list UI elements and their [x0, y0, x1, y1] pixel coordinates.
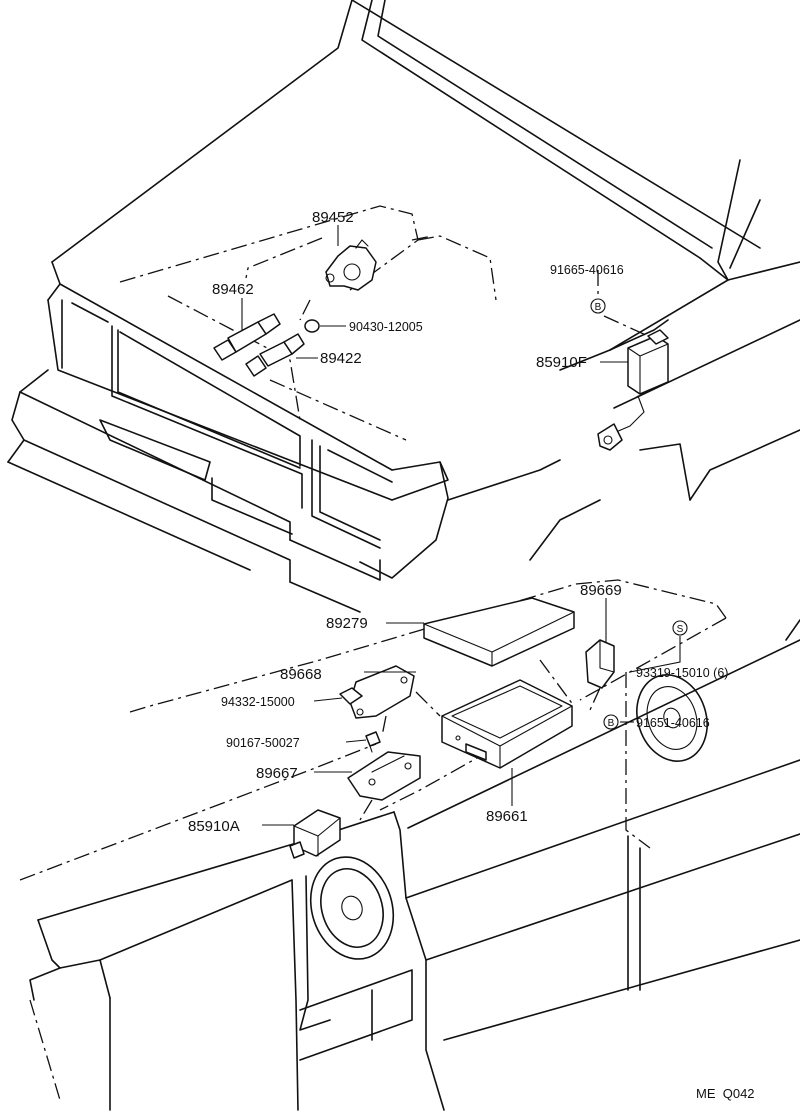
relay-85910A: [289, 809, 341, 859]
marker-s-text: S: [677, 624, 684, 635]
marker-b-upper-text: B: [595, 302, 602, 313]
label-85910F: 85910F: [536, 354, 587, 371]
throttle-position-sensor: [325, 239, 377, 291]
marker-b-lower-text: B: [608, 718, 615, 729]
label-93319-15010: 93319-15010 (6): [636, 666, 728, 680]
diagram-code: ME Q042: [696, 1086, 755, 1101]
label-91665-40616: 91665-40616: [550, 263, 624, 277]
label-91651-40616: 91651-40616: [636, 716, 710, 730]
label-89668: 89668: [280, 666, 322, 683]
vehicle-front-outline: [7, 0, 800, 613]
label-89661: 89661: [486, 808, 528, 825]
label-89667: 89667: [256, 765, 298, 782]
label-85910A: 85910A: [188, 818, 240, 835]
label-89462: 89462: [212, 281, 254, 298]
label-89452: 89452: [312, 209, 354, 226]
sensor-89422: [245, 333, 305, 377]
upper-leaders: [241, 225, 649, 363]
relay-85910F: [597, 329, 669, 451]
label-89669: 89669: [580, 582, 622, 599]
plate-94332: [339, 687, 363, 705]
dash-outline: [19, 579, 800, 1111]
gasket-90430: [304, 319, 320, 333]
label-89422: 89422: [320, 350, 362, 367]
screw-90167: [365, 731, 381, 753]
label-94332-15000: 94332-15000: [221, 695, 295, 709]
lower-leaders: [262, 598, 681, 826]
marker-s: S: [672, 620, 688, 636]
bracket-89669: [585, 639, 615, 689]
label-90430-12005: 90430-12005: [349, 320, 423, 334]
marker-b-lower: B: [603, 714, 619, 730]
bracket-89667: [347, 751, 421, 801]
ecu-89661: [441, 679, 573, 769]
label-89279: 89279: [326, 615, 368, 632]
cover-89279: [423, 597, 575, 667]
bracket-89668: [349, 665, 415, 719]
label-90167-50027: 90167-50027: [226, 736, 300, 750]
marker-b-upper: B: [590, 298, 606, 314]
oxygen-sensor-89462: [213, 313, 281, 361]
